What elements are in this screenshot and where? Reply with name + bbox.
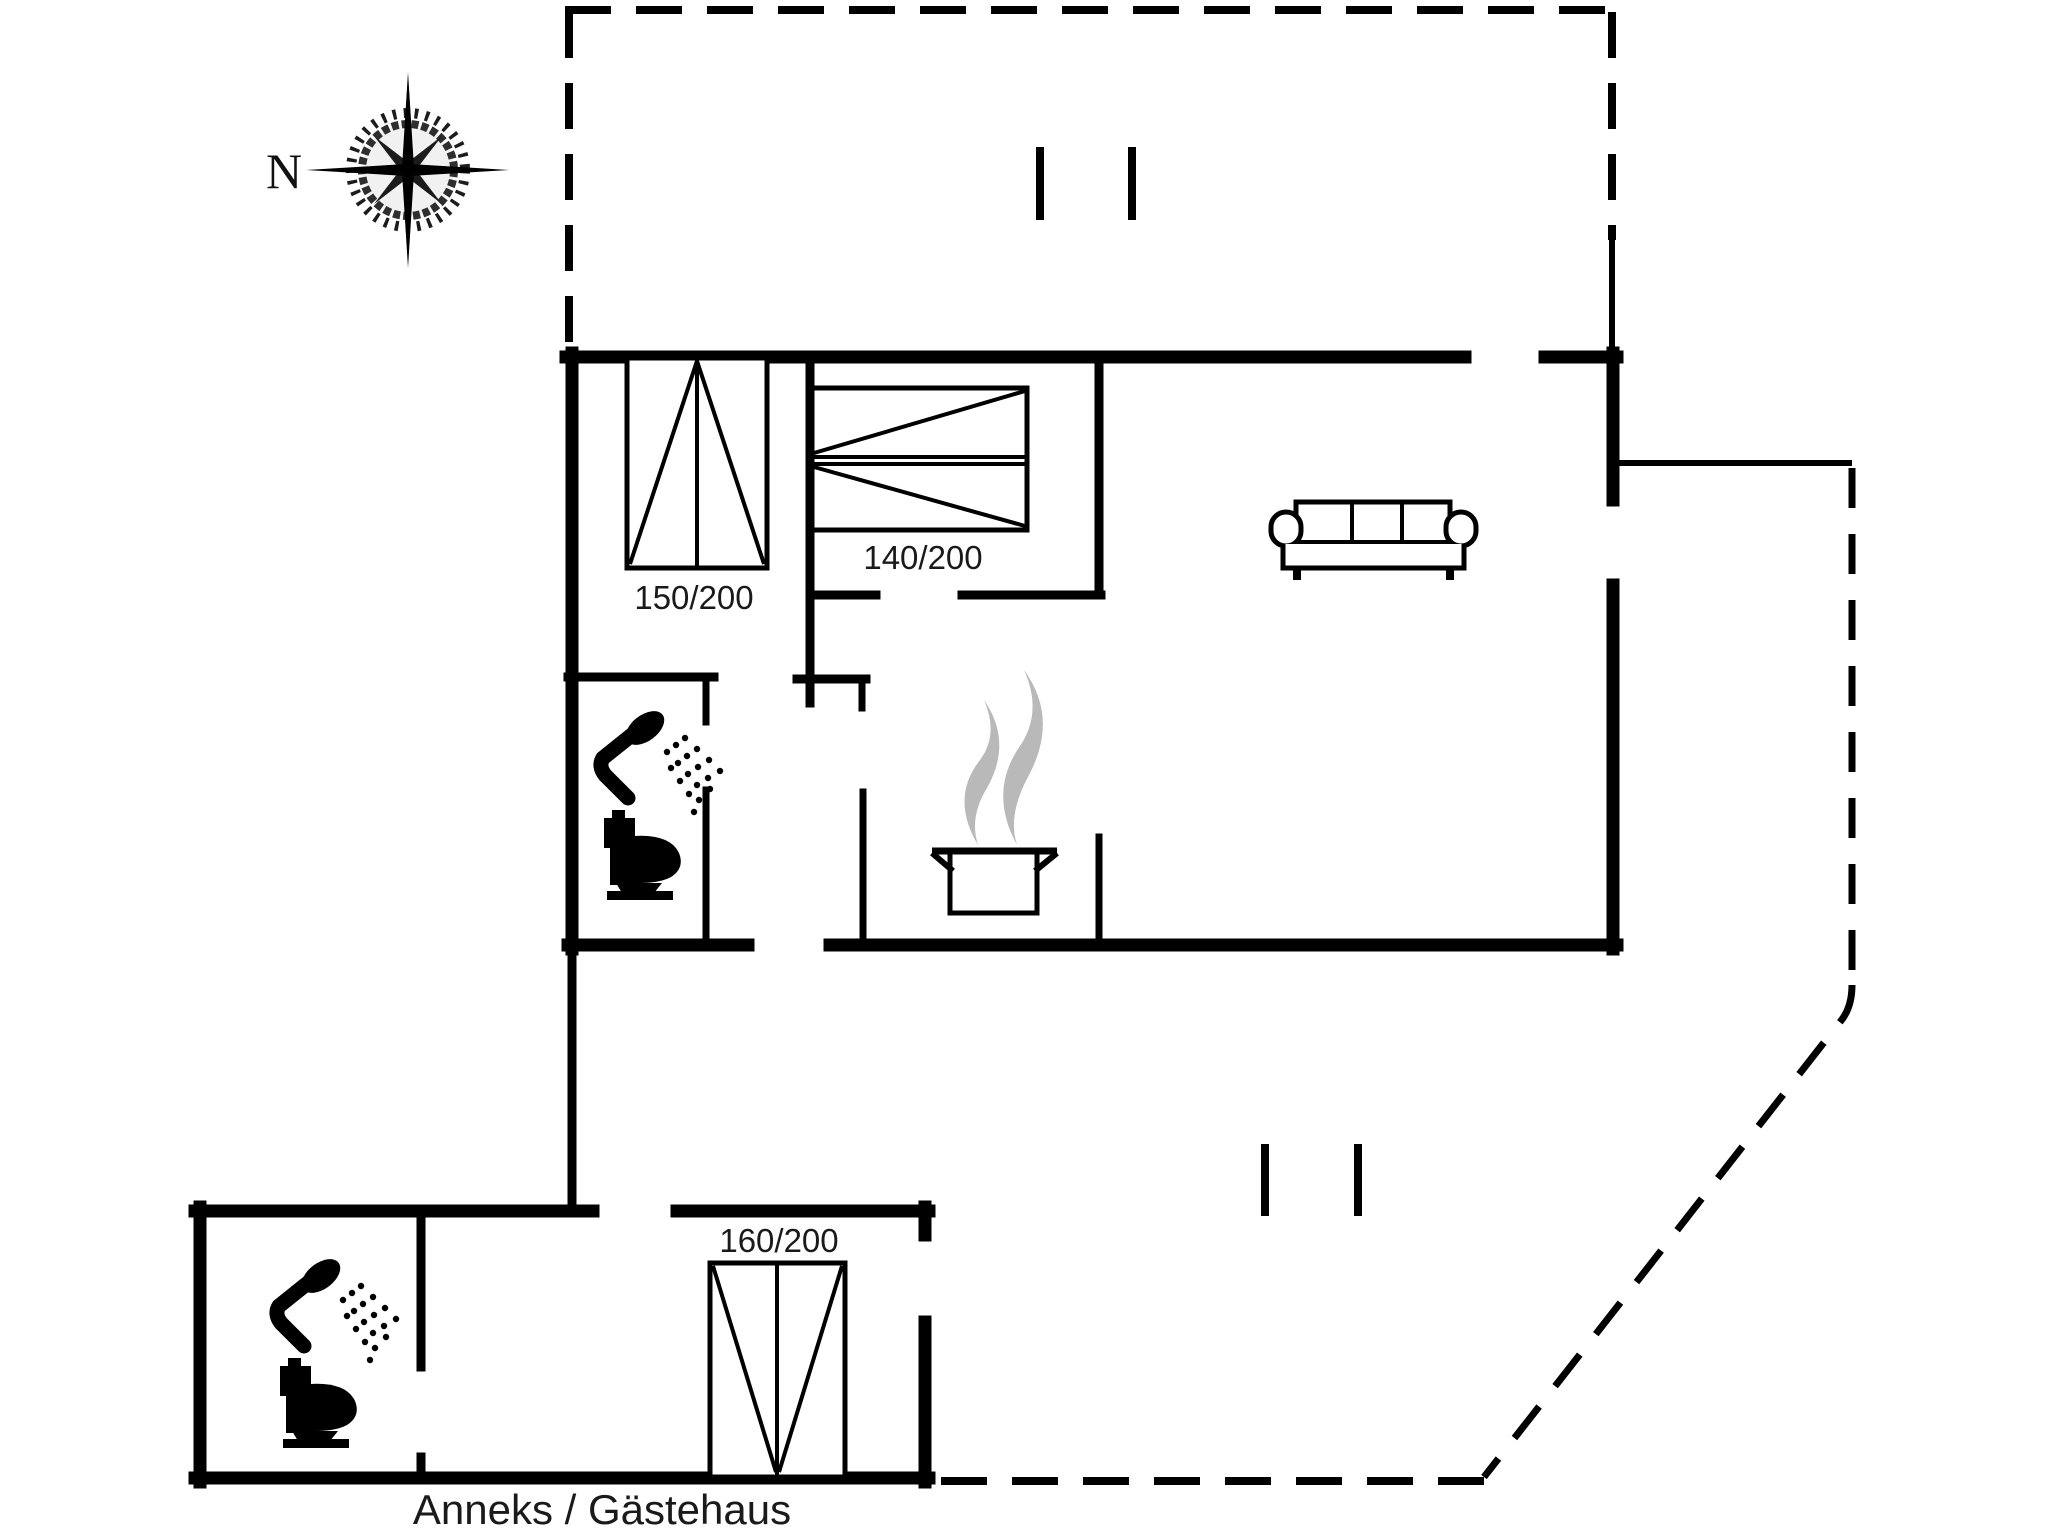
- terrace-outline-top: [565, 6, 1616, 351]
- double-bed-160-icon: [707, 1260, 848, 1480]
- compass-rose-icon: [306, 72, 510, 268]
- terrace-tick-marks-bottom: [1261, 1144, 1362, 1216]
- double-bed-140-icon: [809, 385, 1030, 533]
- annex-caption: Anneks / Gästehaus: [413, 1486, 791, 1533]
- stove-pot-icon: [930, 670, 1059, 916]
- sofa-icon: [1268, 499, 1479, 580]
- north-label: N: [266, 143, 302, 199]
- steam-icon: [964, 670, 1043, 845]
- terrace-outline-right: [938, 460, 1856, 1485]
- bed-160-label: 160/200: [719, 1222, 838, 1259]
- bed-140-label: 140/200: [863, 539, 982, 576]
- terrace-tick-marks-top: [1036, 147, 1136, 220]
- annex-bathroom-icons: [277, 1252, 399, 1448]
- double-bed-150-icon: [624, 355, 770, 571]
- toilet-icon: [604, 810, 681, 900]
- bathroom-icons: [593, 711, 724, 900]
- shower-icon: [593, 711, 724, 816]
- bed-150-label: 150/200: [634, 579, 753, 616]
